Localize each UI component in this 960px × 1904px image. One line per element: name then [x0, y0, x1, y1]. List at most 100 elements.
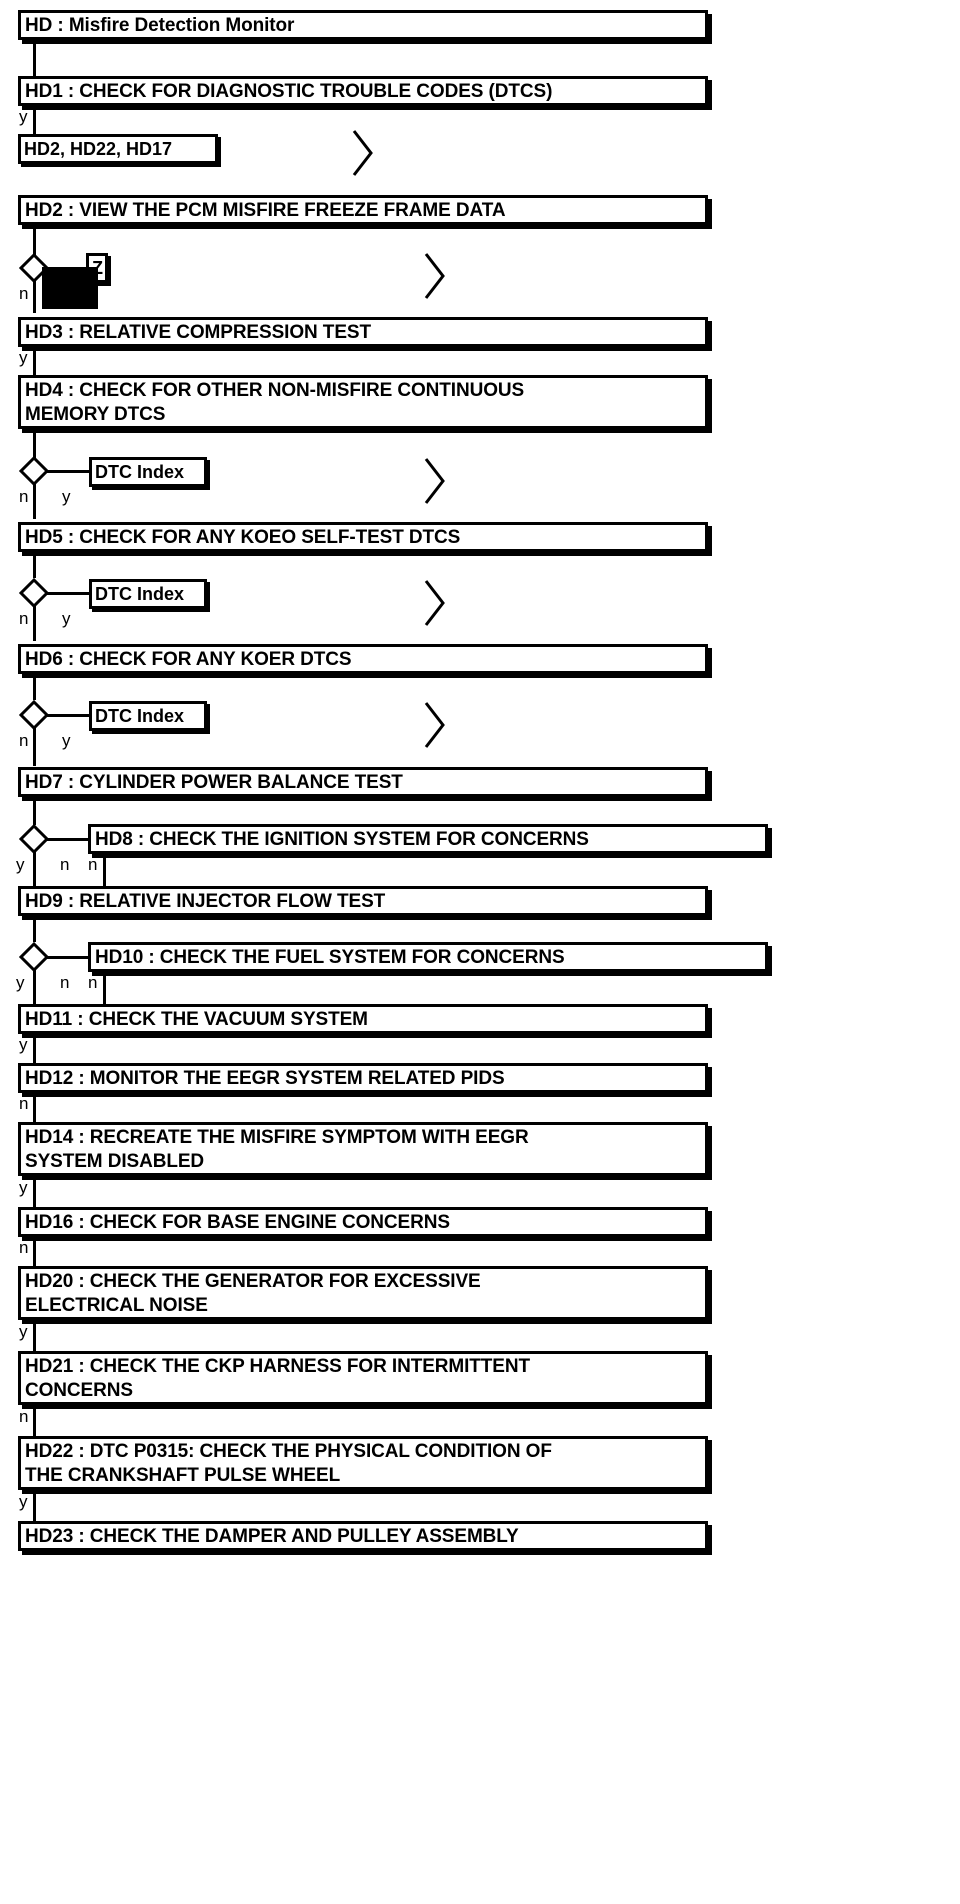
step-label-hd11: HD11 : CHECK THE VACUUM SYSTEM: [25, 1009, 368, 1030]
connector-hd4-yes: [47, 470, 90, 473]
branch-label-hd9-no: n: [60, 973, 70, 992]
branch-label-hd1-yes: y: [19, 107, 28, 126]
step-box-hd11[interactable]: HD11 : CHECK THE VACUUM SYSTEM: [18, 1004, 708, 1034]
step-box-hd12[interactable]: HD12 : MONITOR THE EEGR SYSTEM RELATED P…: [18, 1063, 708, 1093]
branch-label-hd5-yes: y: [62, 609, 71, 628]
branch-label-hd12-no: n: [19, 1094, 29, 1113]
step-box-hd1[interactable]: HD1 : CHECK FOR DIAGNOSTIC TROUBLE CODES…: [18, 76, 708, 106]
ref-label-dtc-index-2: DTC Index: [95, 584, 185, 604]
redaction-block: [42, 267, 98, 309]
branch-label-hd2-no: n: [19, 284, 29, 303]
ref-box-hd2-hd22-hd17[interactable]: HD2, HD22, HD17: [18, 134, 218, 164]
branch-label-hd22-yes: y: [19, 1492, 28, 1511]
step-box-hd10[interactable]: HD10 : CHECK THE FUEL SYSTEM FOR CONCERN…: [88, 942, 768, 972]
branch-label-hd8-no: n: [88, 855, 98, 874]
page-break-chevron-icon-1: [350, 127, 376, 179]
connector-hd5-no-down: [33, 606, 36, 641]
step-box-hd4[interactable]: HD4 : CHECK FOR OTHER NON-MISFIRE CONTIN…: [18, 375, 708, 429]
step-box-hd8[interactable]: HD8 : CHECK THE IGNITION SYSTEM FOR CONC…: [88, 824, 768, 854]
decision-diamond-hd6[interactable]: [19, 700, 49, 730]
connector-hd8-no-down: [103, 854, 106, 886]
connector-hd10-no-down: [103, 972, 106, 1004]
step-label-hd2: HD2 : VIEW THE PCM MISFIRE FREEZE FRAME …: [25, 200, 506, 221]
step-label-hd21: HD21 : CHECK THE CKP HARNESS FOR INTERMI…: [25, 1356, 531, 1401]
step-label-hd12: HD12 : MONITOR THE EEGR SYSTEM RELATED P…: [25, 1068, 505, 1089]
branch-label-hd9-yes: y: [16, 973, 25, 992]
branch-label-hd6-no: n: [19, 731, 29, 750]
step-box-hd22[interactable]: HD22 : DTC P0315: CHECK THE PHYSICAL CON…: [18, 1436, 708, 1490]
connector-hd9-yes-down: [33, 970, 36, 1004]
connector-hd4-to-decision: [33, 429, 36, 459]
ref-box-dtc-index-3[interactable]: DTC Index: [89, 701, 207, 731]
step-label-hd20: HD20 : CHECK THE GENERATOR FOR EXCESSIVE…: [25, 1271, 481, 1316]
branch-label-hd3-yes: y: [19, 348, 28, 367]
ref-box-dtc-index-2[interactable]: DTC Index: [89, 579, 207, 609]
step-label-hd10: HD10 : CHECK THE FUEL SYSTEM FOR CONCERN…: [95, 947, 565, 968]
step-label-hd7: HD7 : CYLINDER POWER BALANCE TEST: [25, 772, 403, 793]
page-break-chevron-icon-5: [422, 699, 448, 751]
step-box-hd20[interactable]: HD20 : CHECK THE GENERATOR FOR EXCESSIVE…: [18, 1266, 708, 1320]
step-label-hd6: HD6 : CHECK FOR ANY KOER DTCS: [25, 649, 352, 670]
page-break-chevron-icon-3: [422, 455, 448, 507]
connector-hd14-yes: [33, 1176, 36, 1207]
page-break-chevron-icon-2: [422, 250, 448, 302]
step-label-hd: HD : Misfire Detection Monitor: [25, 15, 295, 36]
step-box-hd6[interactable]: HD6 : CHECK FOR ANY KOER DTCS: [18, 644, 708, 674]
connector-hd22-yes: [33, 1490, 36, 1521]
connector-hd6-yes: [47, 714, 90, 717]
step-box-hd14[interactable]: HD14 : RECREATE THE MISFIRE SYMPTOM WITH…: [18, 1122, 708, 1176]
connector-hd4-no-down: [33, 484, 36, 519]
branch-label-hd6-yes: y: [62, 731, 71, 750]
connector-hd20-yes: [33, 1320, 36, 1351]
step-label-hd23: HD23 : CHECK THE DAMPER AND PULLEY ASSEM…: [25, 1526, 519, 1547]
connector-hd9-to-decision: [33, 916, 36, 942]
step-box-hd5[interactable]: HD5 : CHECK FOR ANY KOEO SELF-TEST DTCS: [18, 522, 708, 552]
step-box-hd21[interactable]: HD21 : CHECK THE CKP HARNESS FOR INTERMI…: [18, 1351, 708, 1405]
branch-label-hd21-no: n: [19, 1407, 29, 1426]
branch-label-hd4-yes: y: [62, 487, 71, 506]
connector-hd7-to-decision: [33, 797, 36, 825]
step-box-hd[interactable]: HD : Misfire Detection Monitor: [18, 10, 708, 40]
step-label-hd8: HD8 : CHECK THE IGNITION SYSTEM FOR CONC…: [95, 829, 589, 850]
connector-hd-to-hd1: [33, 40, 36, 76]
connector-hd6-to-decision: [33, 674, 36, 700]
branch-label-hd7-no: n: [60, 855, 70, 874]
step-box-hd23[interactable]: HD23 : CHECK THE DAMPER AND PULLEY ASSEM…: [18, 1521, 708, 1551]
connector-hd5-yes: [47, 592, 90, 595]
step-box-hd16[interactable]: HD16 : CHECK FOR BASE ENGINE CONCERNS: [18, 1207, 708, 1237]
step-box-hd2[interactable]: HD2 : VIEW THE PCM MISFIRE FREEZE FRAME …: [18, 195, 708, 225]
connector-hd7-no-to-hd8: [47, 838, 90, 841]
step-box-hd3[interactable]: HD3 : RELATIVE COMPRESSION TEST: [18, 317, 708, 347]
ref-box-dtc-index-1[interactable]: DTC Index: [89, 457, 207, 487]
ref-label-hd2-hd22-hd17: HD2, HD22, HD17: [24, 139, 173, 159]
branch-label-hd16-no: n: [19, 1238, 29, 1257]
decision-diamond-hd9[interactable]: [19, 942, 49, 972]
ref-label-dtc-index-1: DTC Index: [95, 462, 185, 482]
connector-hd6-no-down: [33, 728, 36, 766]
step-label-hd1: HD1 : CHECK FOR DIAGNOSTIC TROUBLE CODES…: [25, 81, 553, 102]
connector-hd1-yes: [33, 106, 36, 134]
connector-hd2-to-decision: [33, 225, 36, 257]
branch-label-hd7-yes: y: [16, 855, 25, 874]
branch-label-hd20-yes: y: [19, 1322, 28, 1341]
ref-label-dtc-index-3: DTC Index: [95, 706, 185, 726]
connector-hd21-no: [33, 1405, 36, 1436]
step-box-hd7[interactable]: HD7 : CYLINDER POWER BALANCE TEST: [18, 767, 708, 797]
step-label-hd16: HD16 : CHECK FOR BASE ENGINE CONCERNS: [25, 1212, 450, 1233]
step-label-hd9: HD9 : RELATIVE INJECTOR FLOW TEST: [25, 891, 386, 912]
decision-diamond-hd4[interactable]: [19, 456, 49, 486]
decision-diamond-hd7[interactable]: [19, 824, 49, 854]
step-label-hd3: HD3 : RELATIVE COMPRESSION TEST: [25, 322, 371, 343]
step-box-hd9[interactable]: HD9 : RELATIVE INJECTOR FLOW TEST: [18, 886, 708, 916]
branch-label-hd5-no: n: [19, 609, 29, 628]
branch-label-hd10-no: n: [88, 973, 98, 992]
connector-hd16-no: [33, 1237, 36, 1266]
connector-hd2-no-down: [33, 281, 36, 313]
step-label-hd5: HD5 : CHECK FOR ANY KOEO SELF-TEST DTCS: [25, 527, 461, 548]
decision-diamond-hd5[interactable]: [19, 578, 49, 608]
connector-hd9-no-to-hd10: [47, 956, 90, 959]
step-label-hd22: HD22 : DTC P0315: CHECK THE PHYSICAL CON…: [25, 1441, 552, 1486]
connector-hd11-yes: [33, 1034, 36, 1063]
branch-label-hd4-no: n: [19, 487, 29, 506]
